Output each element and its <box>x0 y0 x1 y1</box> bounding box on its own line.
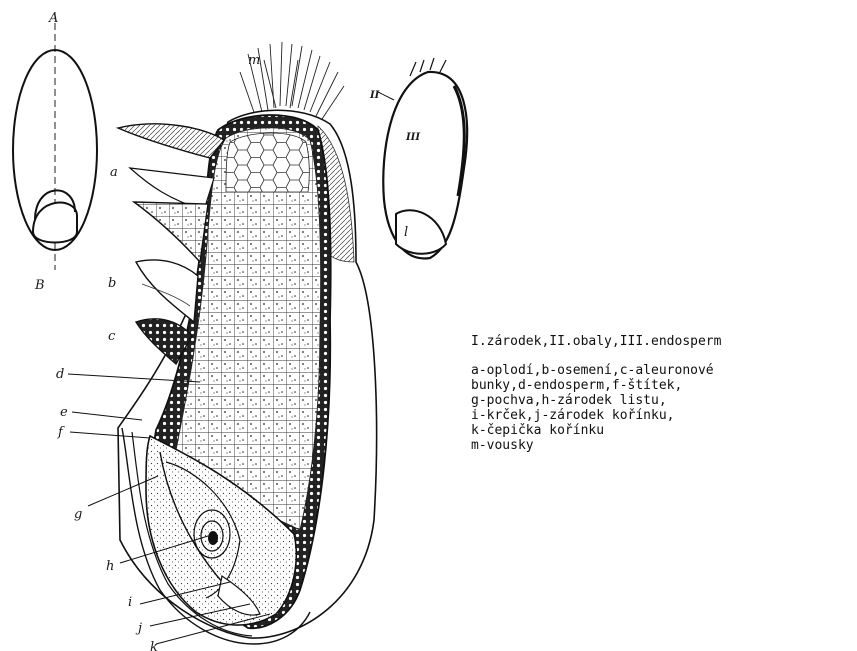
label-III: III <box>405 132 420 143</box>
legend-gap <box>471 349 853 363</box>
legend: I.zárodek,II.obaly,III.endosperm a-oplod… <box>471 334 853 453</box>
label-l: l <box>404 225 408 240</box>
label-b: b <box>108 276 116 291</box>
label-II: II <box>369 90 380 101</box>
grain-outline-right <box>378 58 467 258</box>
legend-line: bunky,d-endosperm,f-štítek, <box>471 378 853 393</box>
label-k: k <box>150 640 158 651</box>
grain-outline-left <box>13 12 97 270</box>
legend-line: k-čepička kořínku <box>471 423 853 438</box>
legend-line: m-vousky <box>471 438 853 453</box>
label-f: f <box>57 425 65 440</box>
legend-line: g-pochva,h-zárodek listu, <box>471 393 853 408</box>
legend-line: a-oplodí,b-osemení,c-aleuronové <box>471 363 853 378</box>
label-i: i <box>128 595 132 610</box>
label-A: A <box>48 11 58 26</box>
label-B: B <box>34 278 45 293</box>
label-c: c <box>108 329 116 344</box>
legend-line-parts: I.zárodek,II.obaly,III.endosperm <box>471 334 853 349</box>
label-e: e <box>60 405 68 420</box>
label-j: j <box>135 621 142 636</box>
label-h: h <box>106 559 114 574</box>
legend-line: i-krček,j-zárodek kořínku, <box>471 408 853 423</box>
label-d: d <box>56 367 64 382</box>
label-a: a <box>110 165 118 180</box>
grain-section <box>118 42 377 644</box>
label-g: g <box>74 507 82 522</box>
label-m: m <box>248 53 260 68</box>
